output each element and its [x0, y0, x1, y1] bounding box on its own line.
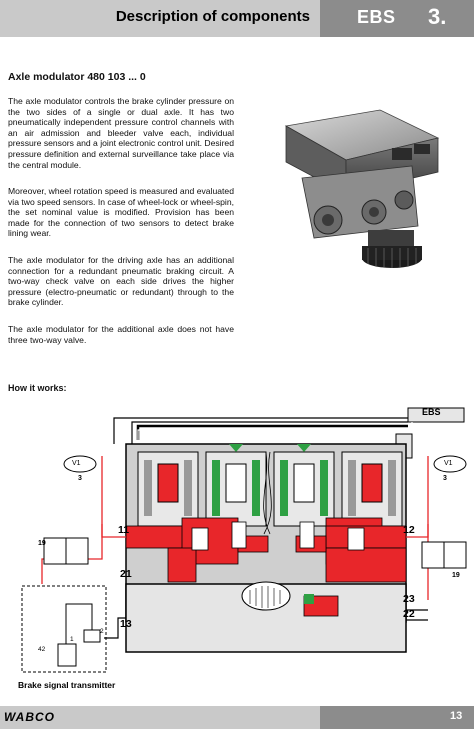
port-22-label: 22 — [403, 608, 415, 620]
header-system-label: EBS — [357, 7, 396, 27]
solenoid-chamber — [341, 451, 403, 527]
pressure-channels — [125, 517, 407, 617]
page-number: 13 — [450, 710, 463, 722]
page-header-title: Description of components — [115, 8, 310, 25]
how-it-works-heading: How it works: — [8, 383, 67, 393]
port-3-left-label: 3 — [78, 475, 82, 482]
paragraph-1: The axle modulator controls the brake cy… — [8, 96, 234, 170]
brake-signal-transmitter-label: Brake signal transmitter — [18, 680, 116, 690]
solenoid-chamber — [205, 451, 267, 527]
transmitter-port-1-label: 1 — [70, 636, 74, 643]
paragraph-3: The axle modulator for the driving axle … — [8, 255, 234, 308]
section-title: Axle modulator 480 103 ... 0 — [8, 71, 146, 83]
port-23-label: 23 — [403, 593, 415, 605]
port-3-right-label: 3 — [443, 475, 447, 482]
header-chapter-number: 3. — [428, 4, 447, 29]
header-bar-dark — [320, 0, 474, 37]
reservoir-left-label: V1 — [72, 460, 81, 467]
port-13-label: 13 — [120, 618, 132, 630]
footer-bar-light — [0, 706, 320, 729]
wabco-logo: WABCO — [4, 710, 55, 724]
transmitter-port-42-label: 42 — [38, 646, 46, 653]
axle-modulator-diagram — [21, 407, 467, 673]
solenoid-chamber — [273, 451, 335, 527]
paragraph-2: Moreover, wheel rotation speed is measur… — [8, 186, 234, 239]
port-12-label: 12 — [403, 524, 415, 536]
port-21-label: 21 — [120, 568, 132, 580]
valve-19-right-label: 19 — [452, 572, 460, 579]
reservoir-right-label: V1 — [444, 460, 453, 467]
header-bar-light — [0, 0, 320, 37]
solenoid-chamber — [137, 451, 199, 527]
axle-modulator-photo — [284, 109, 440, 268]
ebs-label: EBS — [422, 407, 441, 417]
transmitter-port-2-label: 2 — [100, 628, 104, 635]
ebs-connector-box — [407, 407, 465, 423]
paragraph-4: The axle modulator for the additional ax… — [8, 324, 234, 345]
footer-bar-dark — [320, 706, 474, 729]
port-11-label: 11 — [118, 524, 130, 536]
valve-19-left-label: 19 — [38, 540, 46, 547]
brake-signal-transmitter-box — [21, 585, 107, 673]
